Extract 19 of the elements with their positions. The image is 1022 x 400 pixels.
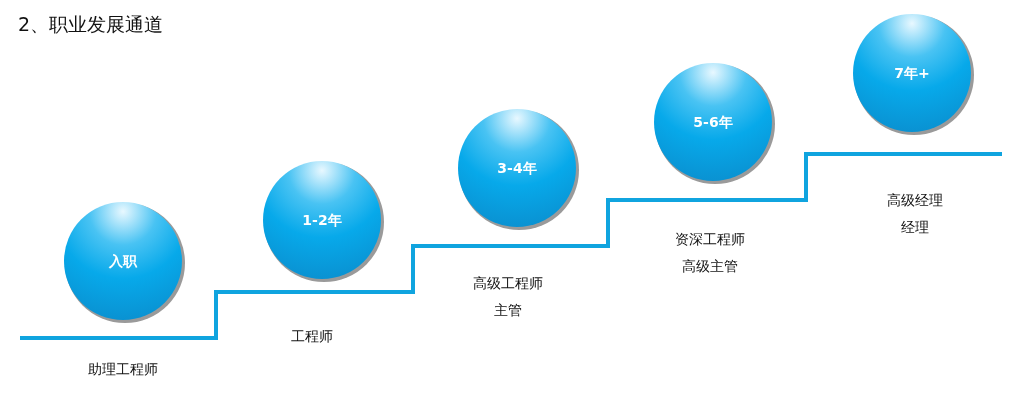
circle-label: 3-4年 — [496, 159, 538, 178]
job-title: 经理 — [901, 218, 929, 236]
job-title: 助理工程师 — [88, 360, 158, 378]
title: 2、职业发展通道 — [18, 12, 164, 37]
year-circle — [63, 201, 187, 325]
job-title: 主管 — [494, 301, 522, 319]
job-title: 高级经理 — [887, 191, 943, 209]
year-circle — [457, 108, 581, 232]
circle-label: 5-6年 — [692, 113, 734, 132]
year-circle — [653, 62, 777, 186]
job-title: 高级工程师 — [473, 274, 543, 292]
job-title: 资深工程师 — [675, 230, 745, 248]
circle-label: 入职 — [108, 252, 138, 271]
year-circle — [852, 13, 976, 137]
job-title: 工程师 — [291, 327, 333, 345]
circle-label: 1-2年 — [301, 211, 343, 230]
circle-label: 7年+ — [893, 64, 931, 83]
year-circle — [262, 160, 386, 284]
job-title: 高级主管 — [682, 257, 738, 275]
